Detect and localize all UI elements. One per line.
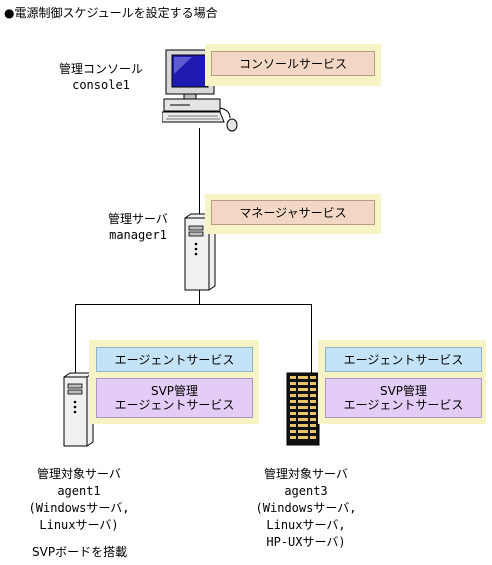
agent3-svp-line2: エージェントサービス (343, 398, 464, 412)
agent3-host-label: agent3 (284, 484, 328, 498)
agent1-svp-service-box: SVP管理 エージェントサービス (96, 378, 253, 418)
agent1-host-label: agent1 (57, 484, 101, 498)
link-bus-agent3 (311, 304, 312, 374)
agent1-os-line2: Linuxサーバ) (39, 518, 119, 532)
agent1-os-line1: (Windowsサーバ, (28, 501, 130, 515)
agent1-role-label: 管理対象サーバ (37, 467, 121, 481)
agent3-os-line1: (Windowsサーバ, (255, 501, 357, 515)
manager-service-box: マネージャサービス (211, 200, 375, 225)
console-service-box: コンソールサービス (211, 51, 375, 76)
link-manager-bus (199, 290, 200, 304)
agent3-role-label: 管理対象サーバ (264, 467, 348, 481)
rack-server-icon (286, 372, 320, 446)
manager-host-label: manager1 (109, 228, 167, 242)
link-bus-agent1 (75, 304, 76, 374)
network-bus (75, 304, 312, 305)
console-role-label: 管理コンソール (58, 62, 143, 76)
server-tower-icon (62, 372, 96, 448)
agent1-agent-service-box: エージェントサービス (96, 347, 253, 372)
agent3-svp-line1: SVP管理 (379, 384, 428, 398)
agent3-os-line3: HP-UXサーバ) (266, 535, 346, 549)
agent3-svp-service-box: SVP管理 エージェントサービス (325, 378, 482, 418)
diagram-title: ●電源制御スケジュールを設定する場合 (4, 6, 218, 20)
manager-role-label: 管理サーバ (108, 212, 168, 226)
console-host-label: console1 (72, 78, 130, 92)
agent3-os-line2: Linuxサーバ, (266, 518, 346, 532)
link-console-manager (199, 128, 200, 214)
agent1-svp-line2: エージェントサービス (114, 398, 235, 412)
agent1-svp-line1: SVP管理 (150, 384, 199, 398)
agent3-agent-service-box: エージェントサービス (325, 347, 482, 372)
agent1-note: SVPボードを搭載 (32, 545, 128, 559)
